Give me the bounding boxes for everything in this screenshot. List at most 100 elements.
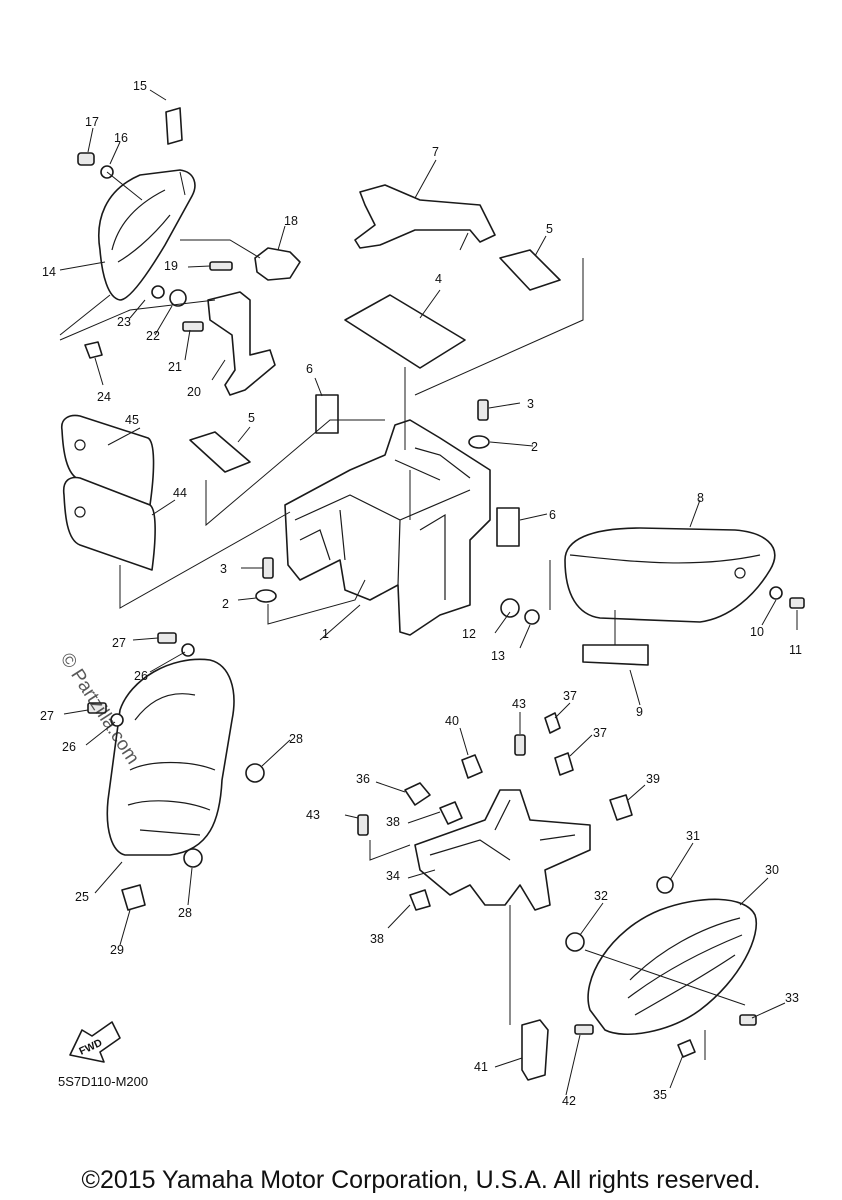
part-18-relay — [254, 247, 301, 281]
callout-labels: 1 2 2 3 3 4 5 5 6 6 7 8 9 10 11 12 13 14… — [40, 79, 802, 1108]
callout-35: 35 — [653, 1088, 667, 1102]
part-12-grommet — [500, 598, 520, 618]
callout-32: 32 — [594, 889, 608, 903]
callout-43: 43 — [306, 808, 320, 822]
part-40-clamp — [461, 754, 483, 779]
battery-box-assembly — [60, 159, 584, 649]
part-23-washer — [151, 285, 165, 299]
callout-3: 3 — [220, 562, 227, 576]
part-32-grommet — [565, 932, 585, 952]
callout-5: 5 — [546, 222, 553, 236]
callout-38: 38 — [386, 815, 400, 829]
part-44-cover — [62, 476, 156, 571]
callout-30: 30 — [765, 863, 779, 877]
part-24-fastener — [84, 341, 103, 359]
callout-5: 5 — [248, 411, 255, 425]
part-11-bolt — [789, 597, 805, 609]
part-15-label — [165, 107, 183, 145]
copyright-notice: ©2015 Yamaha Motor Corporation, U.S.A. A… — [82, 1166, 761, 1194]
part-1-battery-box — [284, 419, 491, 636]
callout-10: 10 — [750, 625, 764, 639]
part-27-bolt-lower — [87, 702, 107, 714]
part-13-washer — [524, 609, 540, 625]
drawing-code: 5S7D110-M200 — [58, 1074, 148, 1089]
callout-25: 25 — [75, 890, 89, 904]
callout-19: 19 — [164, 259, 178, 273]
part-37-clamp-upper — [544, 712, 561, 734]
callout-16: 16 — [114, 131, 128, 145]
callout-37: 37 — [563, 689, 577, 703]
part-34-bracket — [414, 789, 591, 911]
callout-42: 42 — [562, 1094, 576, 1108]
callout-14: 14 — [42, 265, 56, 279]
part-6-pad-lower — [496, 507, 520, 547]
part-26-grommet-upper — [181, 643, 195, 657]
part-38-clamp-upper — [439, 801, 463, 825]
callout-40: 40 — [445, 714, 459, 728]
callout-18: 18 — [284, 214, 298, 228]
callout-39: 39 — [646, 772, 660, 786]
part-29-clip — [121, 884, 146, 911]
callout-26: 26 — [134, 669, 148, 683]
callout-6: 6 — [306, 362, 313, 376]
part-2-collar-upper — [468, 435, 490, 449]
callout-27: 27 — [40, 709, 54, 723]
callout-9: 9 — [636, 705, 643, 719]
part-3-bolt-upper — [477, 399, 489, 421]
part-19-screw — [209, 261, 233, 271]
part-5-pad-left — [189, 431, 251, 473]
callout-20: 20 — [187, 385, 201, 399]
side-cover-8-assembly — [549, 499, 805, 706]
part-36-clamp — [404, 782, 431, 806]
callout-6: 6 — [549, 508, 556, 522]
callout-38: 38 — [370, 932, 384, 946]
callout-31: 31 — [686, 829, 700, 843]
callout-7: 7 — [432, 145, 439, 159]
callout-33: 33 — [785, 991, 799, 1005]
callout-4: 4 — [435, 272, 442, 286]
part-14-cover — [98, 169, 196, 301]
part-45-cover — [60, 414, 155, 506]
left-cover-25-assembly — [63, 632, 291, 946]
callout-44: 44 — [173, 486, 187, 500]
part-28-grommet-lower — [183, 848, 203, 868]
callout-36: 36 — [356, 772, 370, 786]
part-5-pad-right — [499, 249, 561, 291]
callout-2: 2 — [222, 597, 229, 611]
part-30-cover — [587, 898, 757, 1036]
part-20-bracket — [207, 291, 276, 396]
callout-8: 8 — [697, 491, 704, 505]
part-28-grommet-upper — [245, 763, 265, 783]
callout-23: 23 — [117, 315, 131, 329]
part-37-clamp-lower — [554, 752, 574, 776]
callout-2: 2 — [531, 440, 538, 454]
part-7-band — [354, 184, 496, 249]
callout-37: 37 — [593, 726, 607, 740]
callout-45: 45 — [125, 413, 139, 427]
part-27-bolt-upper — [157, 632, 177, 644]
part-38-clamp-lower — [409, 889, 431, 911]
part-33-bolt — [739, 1014, 757, 1026]
callout-1: 1 — [322, 627, 329, 641]
part-4-sheet — [344, 294, 466, 369]
part-42-bolt — [574, 1024, 594, 1035]
callout-27: 27 — [112, 636, 126, 650]
part-2-collar-lower — [255, 589, 277, 603]
part-31-grommet — [656, 876, 674, 894]
callout-43: 43 — [512, 697, 526, 711]
part-25-cover — [106, 658, 235, 856]
part-6-pad-upper — [315, 394, 339, 434]
part-3-bolt-lower — [262, 557, 274, 579]
callout-29: 29 — [110, 943, 124, 957]
part-17-bolt — [77, 152, 95, 166]
callout-24: 24 — [97, 390, 111, 404]
part-10-collar — [769, 586, 783, 600]
part-35-fastener — [677, 1039, 696, 1058]
callout-28: 28 — [178, 906, 192, 920]
part-39-clamp — [609, 794, 633, 821]
callout-22: 22 — [146, 329, 160, 343]
callout-15: 15 — [133, 79, 147, 93]
part-21-bolt — [182, 321, 204, 332]
part-8-side-cover — [564, 527, 776, 623]
part-43-bolt-upper — [514, 734, 526, 756]
